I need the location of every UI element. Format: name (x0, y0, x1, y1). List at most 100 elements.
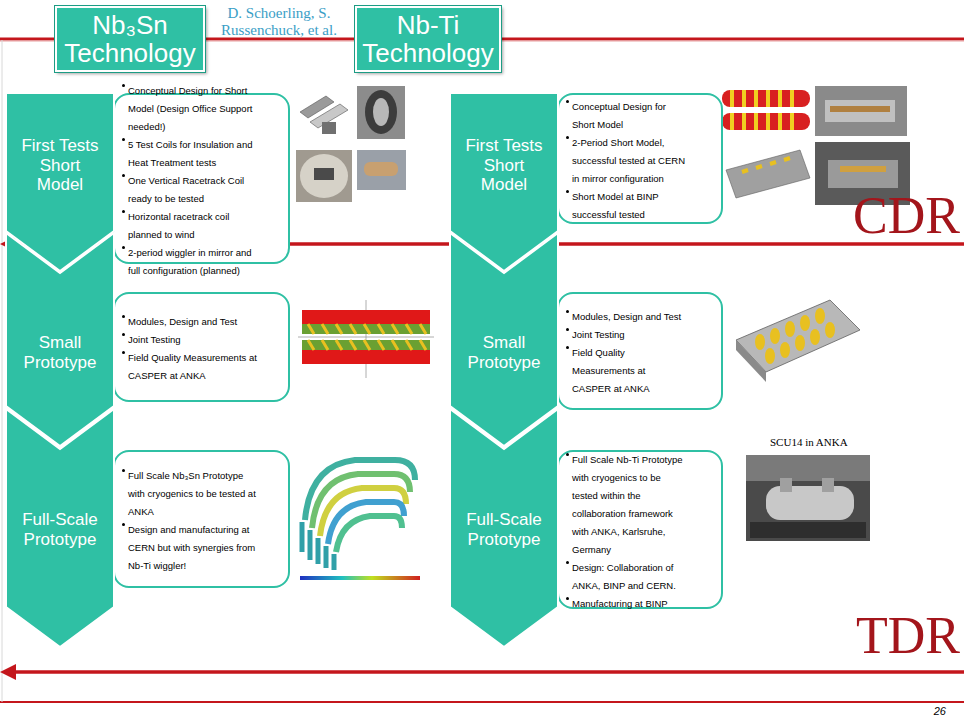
illustration-part (302, 310, 430, 324)
bullet-item: Joint Testing (565, 324, 685, 342)
bullet-text: Joint Testing (128, 334, 181, 345)
coil-sketch (298, 88, 352, 140)
bullet-item: Field Quality Measurements at CASPER at … (565, 342, 685, 396)
title-text: Nb₃Sn Technology (59, 11, 201, 67)
bullet-text: Modules, Design and Test (128, 316, 237, 327)
bullet-dot (122, 138, 125, 141)
bullet-text: Modules, Design and Test (572, 311, 681, 322)
bullet-list-box: Conceptual Design for Short Model (Desig… (113, 93, 290, 264)
illustration-part (300, 576, 420, 580)
bullet-list-box: Full Scale Nb₃Sn Prototype with cryogeni… (113, 450, 290, 588)
illustration-part (815, 86, 907, 136)
bullet-text: Field Quality Measurements at CASPER at … (128, 352, 257, 381)
plate-photo (296, 150, 352, 202)
step-label: First Tests Short Model (459, 136, 549, 195)
bullet-text: Design: Collaboration of ANKA, BINP and … (572, 562, 676, 591)
illustration-part (825, 100, 895, 122)
step-label: Small Prototype (459, 333, 549, 372)
bullet-item: Conceptual Design for Short Model (Desig… (121, 80, 258, 134)
illustration-part (742, 158, 790, 172)
illustration-part (732, 90, 792, 130)
illustration-part (828, 160, 898, 188)
bullet-dot (122, 351, 125, 354)
illustration-part (308, 324, 426, 350)
illustration-part (364, 162, 398, 176)
bullet-dot (566, 100, 569, 103)
illustration-part (302, 522, 334, 570)
bullet-item: Manufacturing at BINP (565, 593, 685, 611)
illustration-part (840, 166, 886, 172)
illustration-part (365, 90, 397, 134)
chevron-outline (450, 233, 558, 446)
rule-lines (0, 39, 964, 702)
illustration-part (746, 455, 870, 541)
bullet-dot (122, 315, 125, 318)
illustration-part (766, 486, 854, 520)
bullet-item: Joint Testing (121, 329, 258, 347)
illustration-part (822, 478, 834, 492)
bullet-text: Full Scale Nb-Ti Prototype with cryogeni… (572, 454, 683, 555)
chevron-outline (450, 409, 558, 647)
chevron-step: Small Prototype (449, 232, 559, 447)
illustration-part (780, 342, 790, 358)
illustration-part (825, 322, 835, 338)
illustration-part (298, 88, 352, 140)
illustration-part (14, 670, 964, 674)
bullet-text: Field Quality Measurements at CASPER at … (572, 347, 650, 394)
illustration-part (815, 308, 825, 324)
bullet-item: Conceptual Design for Short Model (565, 96, 685, 132)
bullet-item: 5 Test Coils for Insulation and Heat Tre… (121, 134, 258, 170)
bullet-dot (566, 190, 569, 193)
title-box: Nb-Ti Technology (355, 6, 501, 72)
bullet-list-box: Conceptual Design for Short Model2-Perio… (557, 93, 723, 224)
bullet-item: Full Scale Nb-Ti Prototype with cryogeni… (565, 449, 685, 557)
bullet-item: One Vertical Racetrack Coil ready to be … (121, 170, 258, 206)
bullet-text: Manufacturing at BINP (572, 598, 668, 609)
illustration-part (800, 315, 810, 331)
chevron-step: Full-Scale Prototype (449, 408, 559, 648)
chevron-step: Full-Scale Prototype (5, 408, 115, 648)
bullet-text: Horizontal racetrack coil planned to win… (128, 211, 229, 240)
bullet-text: 2-period wiggler in mirror and full conf… (128, 247, 252, 276)
bullet-item: Full Scale Nb₃Sn Prototype with cryogeni… (121, 465, 258, 519)
chevron-step: Small Prototype (5, 232, 115, 447)
illustration-part (795, 335, 805, 351)
tdr-arrow (0, 664, 964, 680)
step-label: First Tests Short Model (15, 136, 105, 195)
bullet-dot (122, 84, 125, 87)
winding-photo (357, 86, 405, 139)
illustration-part (770, 328, 780, 344)
slide-label: D. Schoerling, S. Russenchuck, et al. (205, 5, 353, 38)
illustration-part (2, 40, 3, 702)
slide-label: SCU14 in ANKA (770, 436, 870, 448)
scu14-photo (746, 455, 870, 541)
title-text: Nb-Ti Technology (359, 11, 497, 67)
bullet-text: One Vertical Racetrack Coil ready to be … (128, 175, 244, 204)
bullet-item: Modules, Design and Test (565, 306, 685, 324)
chevron-outline (6, 233, 114, 446)
bullet-text: Short Model at BINP successful tested (572, 191, 658, 220)
illustration-part (746, 455, 870, 481)
bullet-dot (566, 561, 569, 564)
short-model-photo (815, 86, 907, 136)
illustration-part (300, 154, 348, 198)
bullet-text: Conceptual Design for Short Model (572, 101, 666, 130)
bullet-list-box: Full Scale Nb-Ti Prototype with cryogeni… (557, 450, 723, 609)
bullet-item: 2-Period Short Model, successful tested … (565, 132, 685, 186)
bullet-item: Field Quality Measurements at CASPER at … (121, 347, 258, 383)
illustration-part (373, 98, 389, 126)
nb3sn-module-model (298, 300, 434, 378)
step-label: Full-Scale Prototype (15, 510, 105, 549)
illustration-part (830, 106, 890, 112)
nbti-coil-model (722, 90, 810, 130)
illustration-part (314, 168, 334, 180)
illustration-part (750, 522, 866, 538)
bullet-dot (122, 246, 125, 249)
illustration-part (357, 86, 405, 139)
coil-photo (357, 150, 406, 190)
bullet-dot (122, 174, 125, 177)
illustration-part (302, 350, 430, 364)
slide-label: CDR (785, 190, 960, 242)
bullet-dot (122, 333, 125, 336)
